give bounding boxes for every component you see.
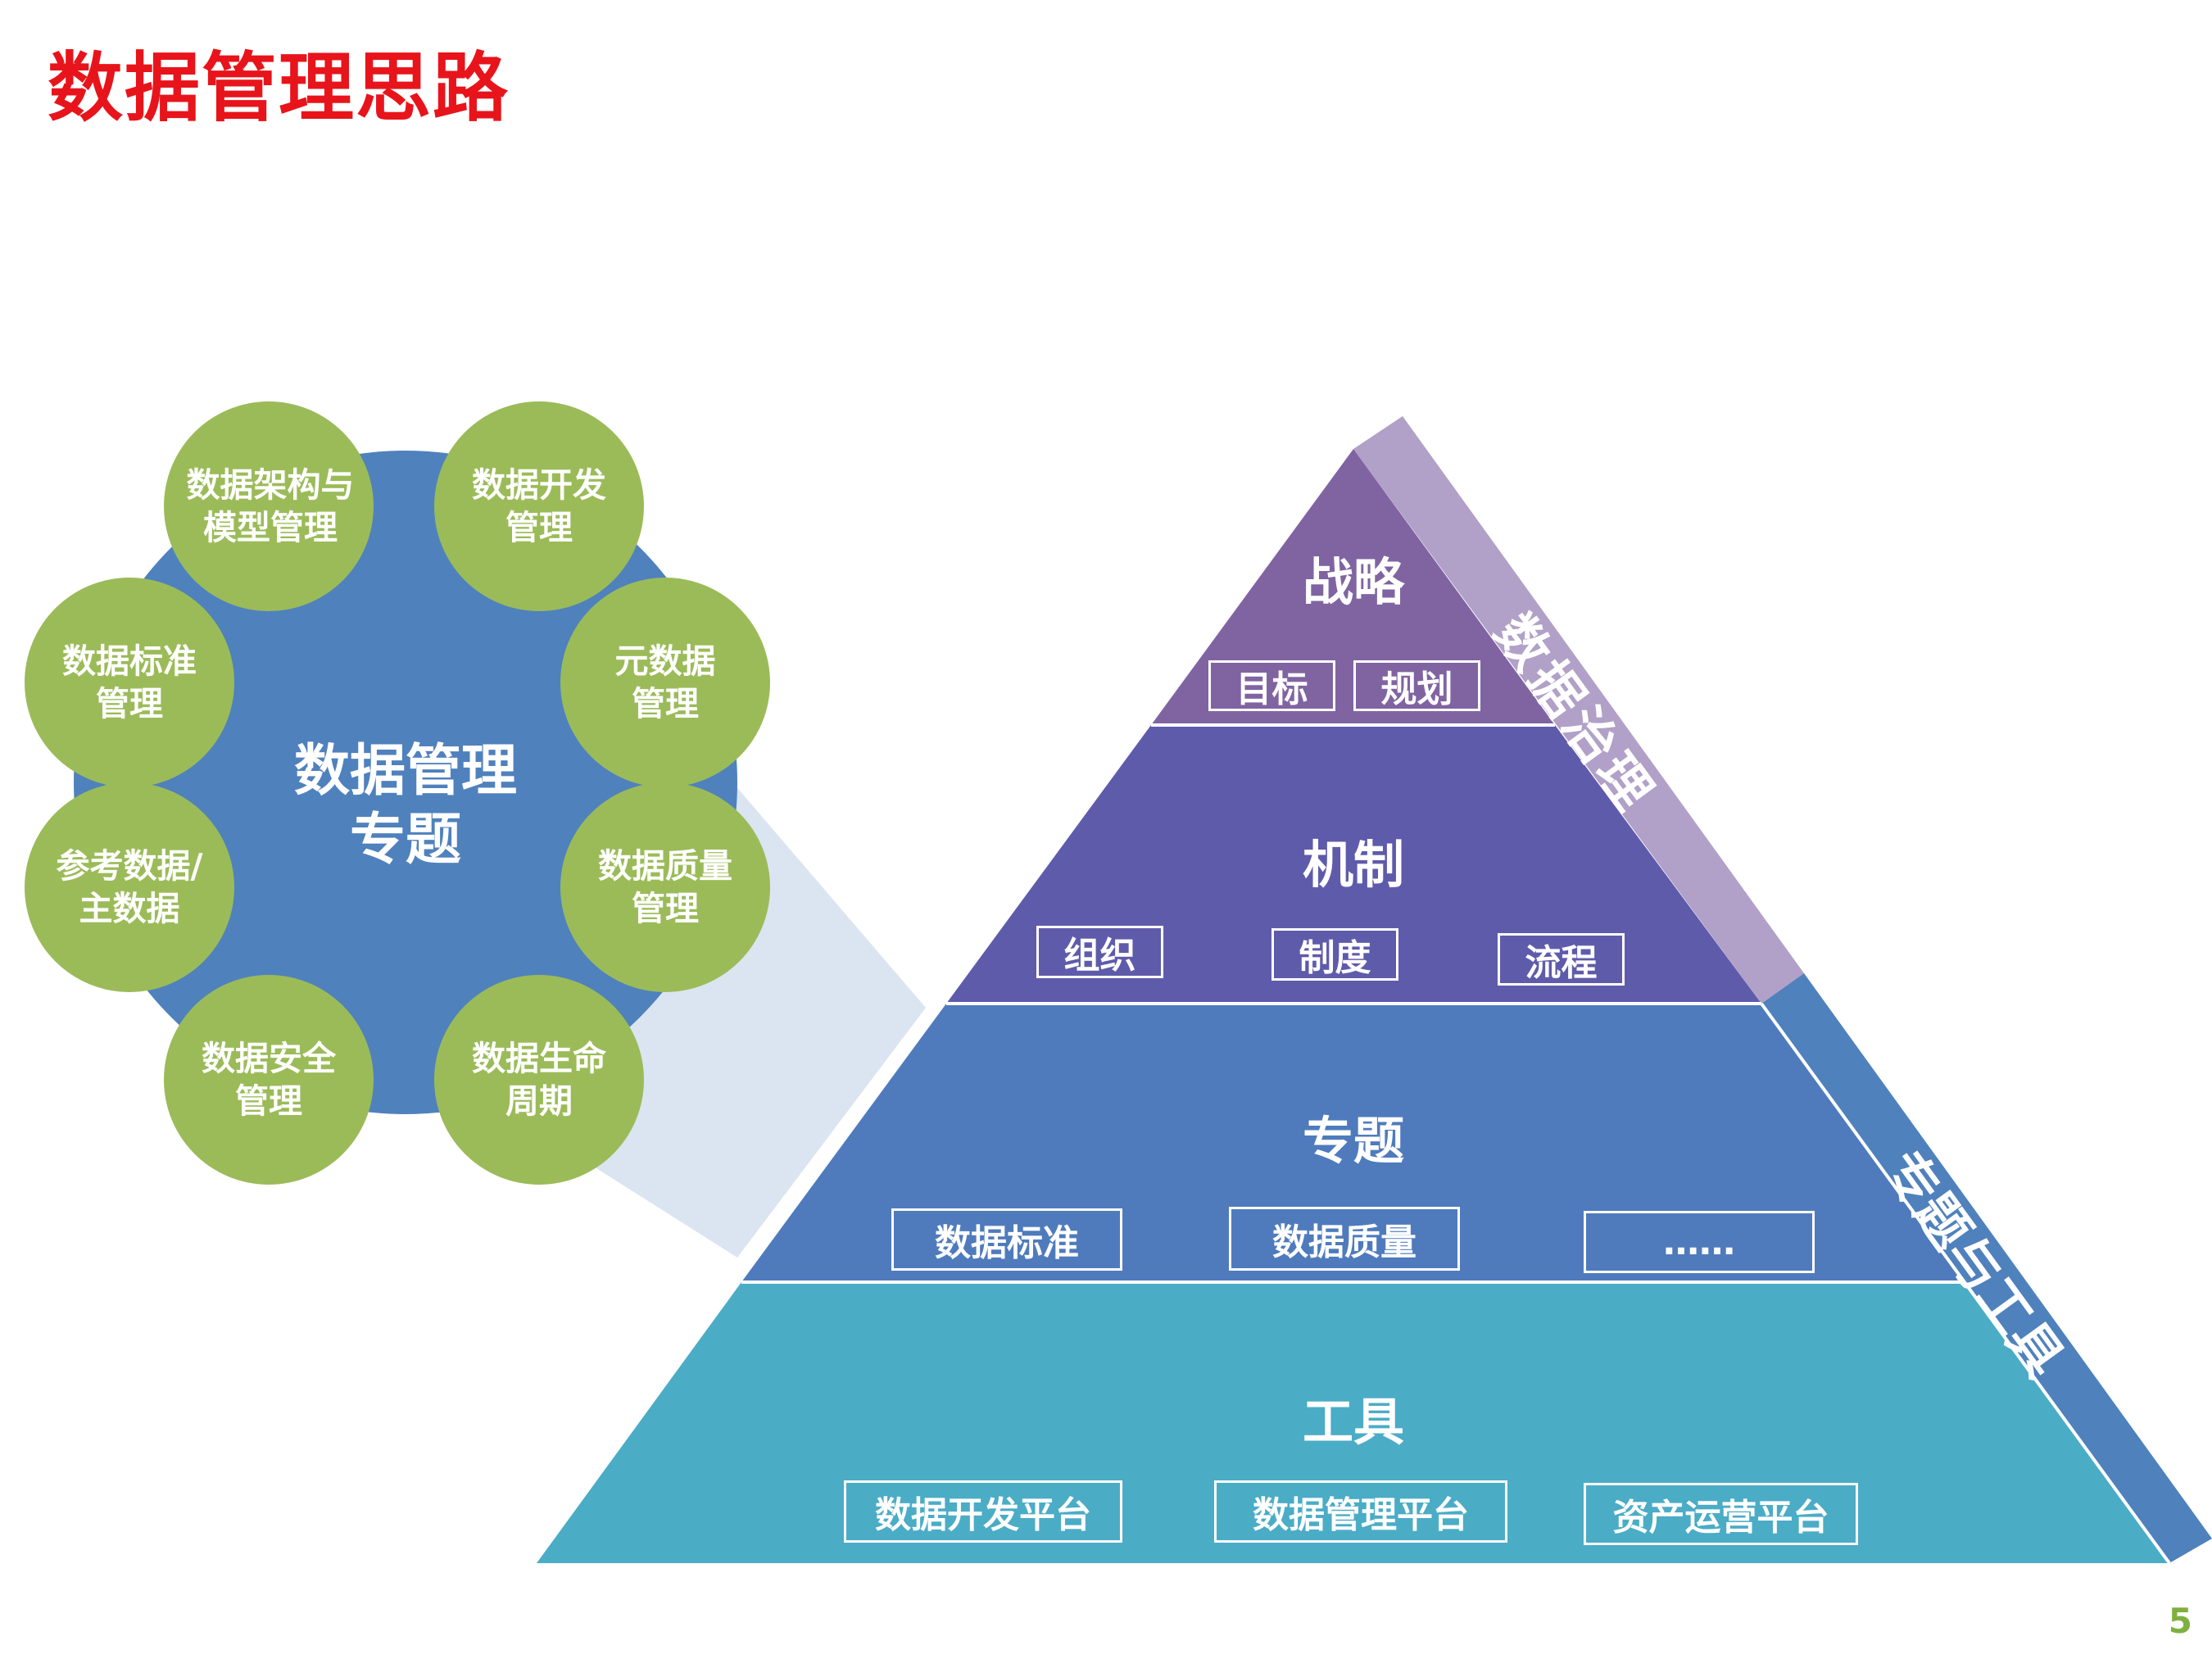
item-box-organization[interactable]: 组织 <box>1036 926 1163 978</box>
hub-node-label: 数据架构与 模型管理 <box>186 465 355 547</box>
hub-node-standards[interactable] <box>25 578 234 787</box>
hub-node-lifecycle[interactable] <box>434 975 644 1185</box>
item-box-dev-platform[interactable]: 数据开发平台 <box>844 1480 1122 1543</box>
tier-title-topic: 专题 <box>1302 1111 1404 1171</box>
item-box-data-standards[interactable]: 数据标准 <box>891 1208 1122 1271</box>
item-box-plan[interactable]: 规划 <box>1353 660 1480 711</box>
tier-title-tools: 工具 <box>1302 1392 1404 1452</box>
item-box-goal[interactable]: 目标 <box>1208 660 1335 711</box>
hub-node-master-data[interactable] <box>25 782 234 992</box>
page-number: 5 <box>2168 1601 2192 1641</box>
hub-node-label: 数据质量 管理 <box>598 846 732 928</box>
tier-tools[interactable] <box>537 1282 2169 1563</box>
hub-node-quality[interactable] <box>560 782 770 992</box>
hub-node-label: 参考数据/ 主数据 <box>56 846 203 928</box>
hub-node-development[interactable] <box>434 401 644 611</box>
item-box-mgmt-platform[interactable]: 数据管理平台 <box>1214 1480 1507 1543</box>
page-title: 数据管理思路 <box>48 44 510 132</box>
hub-node-metadata[interactable] <box>560 578 770 787</box>
hub-node-label: 元数据 管理 <box>614 641 716 723</box>
side-band-governance <box>1353 416 1804 1004</box>
hub-node-label: 数据安全 管理 <box>202 1039 336 1121</box>
side-band-tools <box>1761 973 2212 1563</box>
hub-node-label: 数据开发 管理 <box>472 465 606 547</box>
item-box-policy[interactable]: 制度 <box>1271 928 1398 981</box>
hub-node-label: 数据生命 周期 <box>472 1039 606 1121</box>
hub-node-architecture[interactable] <box>164 401 374 611</box>
item-box-more[interactable]: …… <box>1584 1211 1815 1273</box>
pyramid-edge <box>1760 1002 2171 1565</box>
tier-title-strategy: 战略 <box>1302 552 1404 612</box>
tier-strategy[interactable] <box>1151 449 1555 725</box>
item-box-process[interactable]: 流程 <box>1498 933 1625 986</box>
hub-node-security[interactable] <box>164 975 374 1185</box>
tier-title-mechanism: 机制 <box>1302 835 1404 895</box>
hub-core-circle <box>74 451 737 1114</box>
item-box-ops-platform[interactable]: 资产运营平台 <box>1584 1483 1858 1545</box>
hub-node-label: 数据标准 管理 <box>62 641 197 723</box>
hub-core-label: 数据管理 专题 <box>293 739 517 873</box>
item-box-data-quality[interactable]: 数据质量 <box>1229 1207 1460 1271</box>
